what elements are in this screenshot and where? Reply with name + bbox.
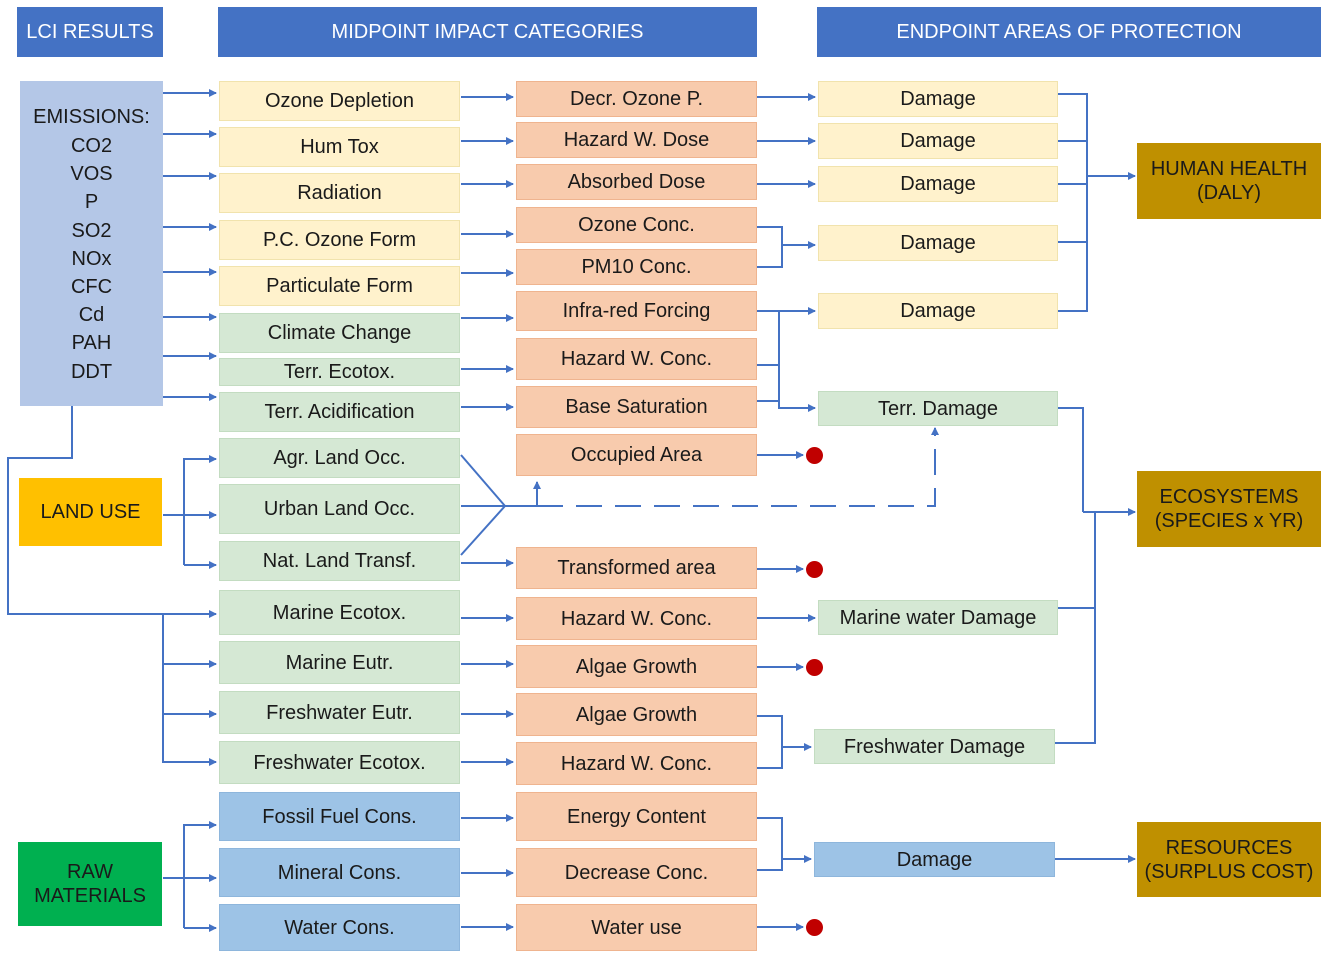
midpoint-marine-ecotox: Marine Ecotox. — [219, 590, 460, 635]
midpoint-urban-land-occ: Urban Land Occ. — [219, 484, 460, 534]
midpoint-climate-change: Climate Change — [219, 313, 460, 353]
emission-ddt: DDT — [70, 360, 113, 383]
dead-end-dot — [806, 919, 823, 936]
header-endpoint-areas-of-protection: ENDPOINT AREAS OF PROTECTION — [817, 7, 1321, 57]
endpoint-human-health: HUMAN HEALTH (DALY) — [1137, 143, 1321, 219]
endpoint-ecosystems: ECOSYSTEMS (SPECIES x YR) — [1137, 471, 1321, 547]
land-use-box: LAND USE — [19, 478, 162, 546]
indicator-algae-growth-marine: Algae Growth — [516, 645, 757, 688]
indicator-pm10-conc: PM10 Conc. — [516, 249, 757, 285]
indicator-transformed-area: Transformed area — [516, 547, 757, 589]
indicator-hazard-w-conc-freshwater: Hazard W. Conc. — [516, 742, 757, 785]
indicator-decr-ozone-p: Decr. Ozone P. — [516, 81, 757, 117]
indicator-hazard-w-conc-marine: Hazard W. Conc. — [516, 597, 757, 640]
damage-hum-tox: Damage — [818, 123, 1058, 159]
emission-so2: SO2 — [71, 219, 112, 242]
indicator-occupied-area: Occupied Area — [516, 434, 757, 476]
endpoint-resources-unit: (SURPLUS COST) — [1144, 860, 1314, 883]
midpoint-particulate-form: Particulate Form — [219, 266, 460, 306]
midpoint-mineral-cons: Mineral Cons. — [219, 848, 460, 897]
indicator-base-saturation: Base Saturation — [516, 386, 757, 428]
damage-ozone: Damage — [818, 81, 1058, 117]
midpoint-terr-ecotox: Terr. Ecotox. — [219, 358, 460, 386]
indicator-hazard-w-dose: Hazard W. Dose — [516, 122, 757, 158]
damage-resources: Damage — [814, 842, 1055, 877]
emissions-box: EMISSIONS: CO2 VOS P SO2 NOx CFC Cd PAH … — [20, 81, 163, 406]
midpoint-freshwater-ecotox: Freshwater Ecotox. — [219, 741, 460, 784]
midpoint-water-cons: Water Cons. — [219, 904, 460, 951]
midpoint-fossil-fuel-cons: Fossil Fuel Cons. — [219, 792, 460, 841]
midpoint-pc-ozone-form: P.C. Ozone Form — [219, 220, 460, 260]
dead-end-dot — [806, 561, 823, 578]
midpoint-hum-tox: Hum Tox — [219, 127, 460, 167]
dead-end-dot — [806, 447, 823, 464]
damage-climate: Damage — [818, 293, 1058, 329]
header-midpoint-impact-categories: MIDPOINT IMPACT CATEGORIES — [218, 7, 757, 57]
midpoint-agr-land-occ: Agr. Land Occ. — [219, 438, 460, 478]
raw-materials-line-1: RAW — [67, 861, 113, 883]
indicator-ozone-conc: Ozone Conc. — [516, 207, 757, 243]
midpoint-nat-land-transf: Nat. Land Transf. — [219, 541, 460, 581]
emission-co2: CO2 — [70, 135, 113, 157]
raw-materials-box: RAW MATERIALS — [18, 842, 162, 926]
midpoint-ozone-depletion: Ozone Depletion — [219, 81, 460, 121]
midpoint-radiation: Radiation — [219, 173, 460, 213]
damage-marine-water: Marine water Damage — [818, 600, 1058, 635]
emission-nox: NOx — [71, 247, 112, 270]
indicator-decrease-conc: Decrease Conc. — [516, 848, 757, 897]
endpoint-ecosystems-title: ECOSYSTEMS — [1159, 486, 1299, 508]
endpoint-ecosystems-unit: (SPECIES x YR) — [1154, 510, 1304, 532]
emission-cfc: CFC — [70, 276, 113, 299]
emission-p: P — [84, 191, 99, 214]
midpoint-terr-acidification: Terr. Acidification — [219, 392, 460, 432]
indicator-hazard-w-conc-terr: Hazard W. Conc. — [516, 338, 757, 380]
endpoint-human-health-title: HUMAN HEALTH — [1150, 158, 1308, 180]
damage-ozone-pm: Damage — [818, 225, 1058, 261]
endpoint-human-health-unit: (DALY) — [1196, 182, 1262, 204]
indicator-algae-growth-freshwater: Algae Growth — [516, 693, 757, 736]
emission-cd: Cd — [78, 304, 105, 327]
midpoint-marine-eutr: Marine Eutr. — [219, 641, 460, 684]
endpoint-resources: RESOURCES (SURPLUS COST) — [1137, 822, 1321, 897]
endpoint-resources-title: RESOURCES — [1165, 836, 1293, 859]
emission-vos: VOS — [70, 163, 113, 186]
damage-radiation: Damage — [818, 166, 1058, 202]
emission-pah: PAH — [71, 332, 112, 355]
indicator-absorbed-dose: Absorbed Dose — [516, 164, 757, 200]
damage-freshwater: Freshwater Damage — [814, 729, 1055, 764]
emissions-title: EMISSIONS: — [33, 106, 150, 128]
midpoint-freshwater-eutr: Freshwater Eutr. — [219, 691, 460, 734]
header-lci-results: LCI RESULTS — [17, 7, 163, 57]
damage-terr: Terr. Damage — [818, 391, 1058, 426]
raw-materials-line-2: MATERIALS — [34, 885, 146, 907]
indicator-water-use: Water use — [516, 904, 757, 951]
dead-end-dot — [806, 659, 823, 676]
indicator-energy-content: Energy Content — [516, 792, 757, 841]
indicator-infra-red-forcing: Infra-red Forcing — [516, 291, 757, 331]
